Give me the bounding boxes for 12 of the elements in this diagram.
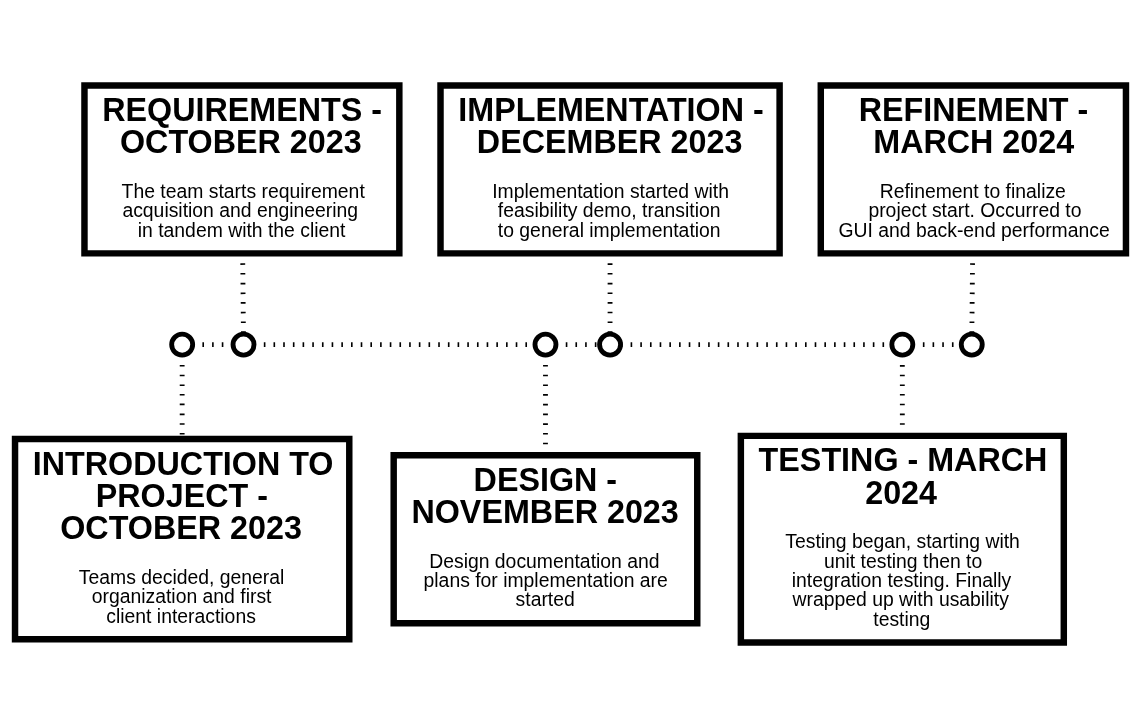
node-box: REQUIREMENTS - OCTOBER 2023 The team starts requirement acquisition and engineering in tandem with the client <box>81 82 403 257</box>
node-box: INTRODUCTION TO PROJECT - OCTOBER 2023 Teams decided, general organization and first client interactions <box>11 435 353 643</box>
node-circle <box>889 331 916 358</box>
node-circle <box>169 331 196 358</box>
node-box: TESTING - MARCH 2024 Testing began, starting with unit testing then to integration testing. Finally wrapped up with usability testing <box>737 432 1068 646</box>
node-circle <box>532 331 559 358</box>
node-circle <box>597 331 623 358</box>
node-circle <box>958 331 985 358</box>
node-circle <box>230 331 257 358</box>
node-box: IMPLEMENTATION - DECEMBER 2023 Implementation started with feasibility demo, transition to general implementation <box>437 82 783 257</box>
node-box: DESIGN - NOVEMBER 2023 Design documentation and plans for implementation are started <box>390 452 701 627</box>
node-box: REFINEMENT - MARCH 2024 Refinement to finalize project start. Occurred to GUI and back-end performance <box>817 82 1130 257</box>
